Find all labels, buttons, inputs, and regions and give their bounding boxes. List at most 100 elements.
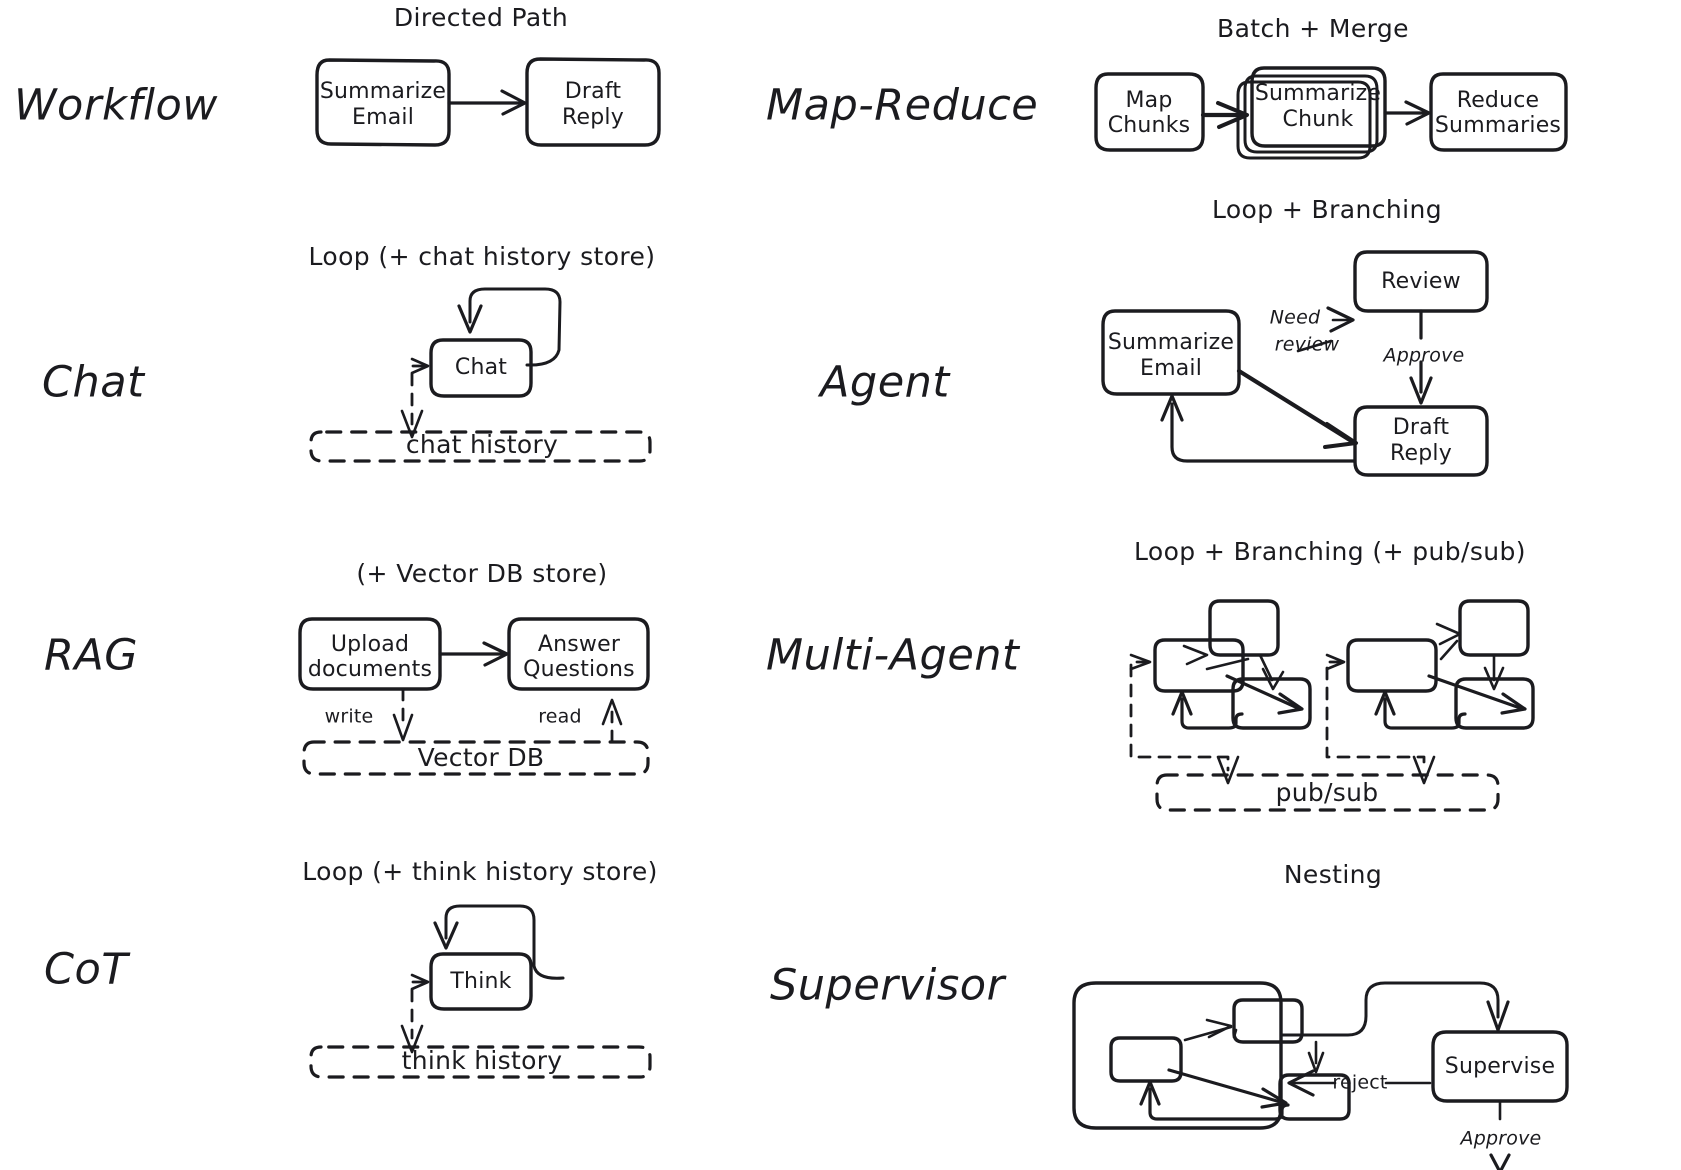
panel-title-loop-branching-pubsub: Loop + Branching (+ pub/sub) [1134, 537, 1526, 566]
edge-chat-history-read [410, 364, 426, 426]
store-vector-db-shape [302, 740, 650, 776]
node-map-chunks-shape [1094, 72, 1205, 152]
panel-agent: Review Summarize Email Draft Reply Need … [1101, 250, 1489, 477]
node-answer-questions-shape [507, 617, 650, 691]
node-agent-draft-shape [1353, 405, 1489, 477]
node-summarize-chunk-line2: Chunk [1283, 107, 1354, 132]
supervisor-arrowhead-top-to-bottom [1307, 1051, 1325, 1074]
panel-multi-agent: pub/sub [1129, 599, 1535, 812]
panel-supervisor: Supervise reject Approve [1072, 981, 1569, 1170]
cluster-b-dashed-in [1325, 660, 1426, 772]
cluster-a-dashed-in [1129, 660, 1230, 772]
node-upload-documents-line1: Upload [331, 632, 409, 657]
panel-chat: Chat chat history [309, 287, 652, 463]
supervisor-inner-node-bottom [1278, 1073, 1351, 1121]
row-label-supervisor: Supervisor [770, 961, 1007, 1011]
cluster-a-arrowhead-in [1129, 653, 1152, 671]
node-think-shape [429, 952, 533, 1011]
panel-title-loop-think: Loop (+ think history store) [302, 857, 658, 886]
node-agent-draft-line1: Draft [1393, 415, 1450, 440]
node-upload-documents-line2: documents [308, 657, 432, 682]
edge-label-read: read [538, 706, 582, 728]
edge-draft-back-to-summarize [1170, 402, 1357, 463]
cluster-b-arrowhead-top-to-right [1483, 666, 1505, 691]
supervisor-inner-node-left [1109, 1036, 1183, 1083]
supervisor-edge-left-to-top-line [1183, 1025, 1233, 1042]
cluster-a-arrowhead-top-to-right [1261, 667, 1285, 691]
node-draft-reply-shape [525, 57, 661, 147]
node-agent-summarize-line2: Email [1140, 356, 1202, 381]
supervisor-nested-container [1072, 981, 1283, 1130]
cluster-b-node-top [1458, 599, 1530, 657]
arrowhead-review-to-draft [1409, 376, 1433, 405]
store-pub-sub-label: pub/sub [1276, 778, 1379, 807]
cluster-b-edge-left-to-top [1439, 639, 1459, 661]
edge-label-write: write [325, 706, 374, 728]
edge-summarize-to-review-stub [1296, 339, 1333, 353]
edge-label-approve-supervisor: Approve [1459, 1128, 1542, 1150]
arrowhead-think-history-read [410, 973, 430, 991]
arrowhead-write-to-vector-db [392, 713, 414, 742]
panel-title-loop-branching: Loop + Branching [1212, 195, 1442, 224]
row-label-multi-agent: Multi-Agent [766, 631, 1021, 681]
row-label-map-reduce: Map-Reduce [766, 81, 1038, 131]
cluster-a-edge-top-to-right [1258, 653, 1274, 682]
node-supervise-label: Supervise [1445, 1054, 1555, 1079]
panel-cot: Think think history [309, 904, 652, 1079]
cluster-b-arrowhead-left-to-top [1435, 622, 1462, 646]
node-summarize-chunk-shape [1250, 66, 1387, 148]
cluster-b-arrowhead-left-to-right [1500, 692, 1527, 715]
row-label-rag: RAG [44, 631, 138, 681]
node-draft-reply-line2: Reply [562, 105, 624, 130]
node-summarize-email-line1: Summarize [320, 79, 446, 104]
node-chat-shape [429, 338, 533, 398]
supervisor-edge-bottom-to-left [1148, 1087, 1290, 1121]
arrowhead-draft-back-to-summarize [1160, 394, 1184, 422]
arrowhead-reject [1287, 1069, 1315, 1097]
node-answer-questions-line2: Questions [523, 657, 635, 682]
edge-think-self-loop [444, 904, 565, 980]
cluster-a-node-right [1231, 677, 1312, 730]
edge-chat-self-loop [468, 287, 562, 367]
store-vector-db-label: Vector DB [418, 743, 545, 772]
cluster-a-arrowhead-pubsub [1216, 755, 1240, 785]
arrowhead-summarize-to-review [1326, 306, 1355, 333]
node-review-shape [1353, 250, 1489, 313]
node-reduce-summaries-shape [1429, 72, 1568, 152]
cluster-a-arrowhead-left-to-top [1182, 644, 1209, 666]
store-pub-sub-shape [1155, 773, 1500, 812]
arrowhead-supervise-approve [1489, 1153, 1511, 1170]
multi-agent-cluster-b [1325, 599, 1535, 785]
cluster-a-node-top [1208, 599, 1280, 657]
edge-think-history-read [410, 980, 426, 1040]
cluster-b-node-left [1346, 638, 1438, 693]
cluster-a-edge-right-to-left [1180, 697, 1244, 730]
arrowhead-chat-history-read [410, 357, 430, 375]
edge-label-approve-agent: Approve [1382, 345, 1465, 367]
multi-agent-cluster-a [1129, 599, 1312, 785]
cluster-a-arrowhead-right-to-left [1171, 690, 1193, 716]
arrowhead-container-to-supervise [1486, 1000, 1510, 1032]
panel-rag: Upload documents Answer Questions write … [298, 617, 650, 776]
panel-title-nesting: Nesting [1284, 860, 1382, 889]
row-label-agent: Agent [817, 358, 951, 408]
edge-label-reject: reject [1332, 1072, 1387, 1094]
arrowhead-map-to-summarize [1216, 101, 1249, 129]
supervisor-edge-left-to-bottom [1167, 1068, 1286, 1105]
arrowhead-summarize-to-draft-agent [1323, 422, 1358, 449]
supervisor-arrowhead-bottom-to-left [1139, 1080, 1161, 1106]
edge-container-to-supervise [1279, 981, 1500, 1037]
node-summarize-chunk-line1: Summarize [1255, 81, 1381, 106]
arrowhead-think-self-loop [433, 921, 459, 950]
node-chat-label: Chat [455, 355, 507, 380]
store-think-history-shape [309, 1045, 652, 1079]
cluster-b-arrowhead-pubsub [1412, 755, 1436, 785]
supervisor-edge-left-to-top [1232, 1028, 1238, 1039]
row-label-chat: Chat [42, 358, 146, 408]
node-reduce-summaries-line2: Summaries [1435, 113, 1561, 138]
cluster-b-edge-left-to-right [1427, 674, 1525, 711]
row-label-cot: CoT [44, 945, 131, 995]
node-summarize-email-shape [315, 58, 451, 147]
